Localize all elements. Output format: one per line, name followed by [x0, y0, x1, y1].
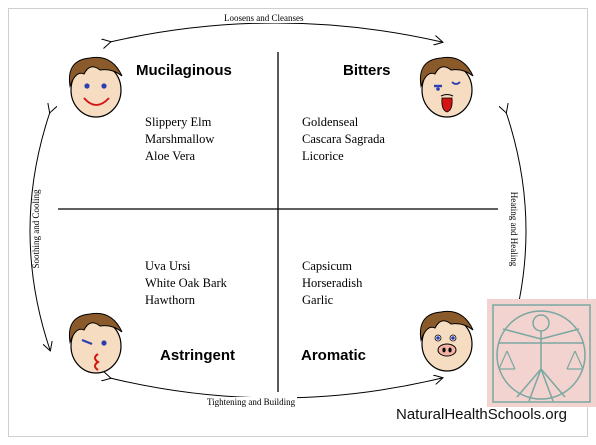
vitruvian-watermark-icon	[487, 299, 596, 407]
bitters-title: Bitters	[343, 62, 391, 79]
bottom-arrow-label: Tightening and Building	[205, 397, 298, 407]
tongue-face-icon	[419, 56, 474, 118]
happy-face-icon	[68, 56, 123, 118]
top-arrow	[110, 22, 442, 42]
herb-item: White Oak Bark	[145, 276, 227, 290]
pig-nose-face-icon	[419, 310, 474, 372]
left-arrow	[29, 112, 50, 350]
aromatic-herb-list: Capsicum Horseradish Garlic	[302, 258, 362, 309]
herb-item: Uva Ursi	[145, 259, 191, 273]
slide-frame	[8, 8, 588, 437]
herb-item: Horseradish	[302, 276, 363, 290]
herb-item: Garlic	[302, 293, 334, 307]
herb-item: Licorice	[302, 149, 344, 163]
astringent-herb-list: Uva Ursi White Oak Bark Hawthorn	[145, 258, 227, 309]
herb-item: Goldenseal	[302, 115, 359, 129]
pucker-face-icon	[68, 312, 123, 374]
mucilaginous-herb-list: Slippery Elm Marshmallow Aloe Vera	[145, 114, 214, 165]
herb-item: Marshmallow	[145, 132, 215, 146]
site-branding: NaturalHealthSchools.org	[396, 406, 567, 423]
herb-item: Cascara Sagrada	[302, 132, 385, 146]
mucilaginous-title: Mucilaginous	[136, 62, 232, 79]
astringent-title: Astringent	[160, 347, 235, 364]
herb-item: Slippery Elm	[145, 115, 212, 129]
bitters-herb-list: Goldenseal Cascara Sagrada Licorice	[302, 114, 385, 165]
herb-item: Capsicum	[302, 259, 352, 273]
aromatic-title: Aromatic	[301, 347, 367, 364]
top-arrow-label: Loosens and Cleanses	[222, 13, 306, 23]
herb-item: Aloe Vera	[145, 149, 196, 163]
herb-item: Hawthorn	[145, 293, 195, 307]
